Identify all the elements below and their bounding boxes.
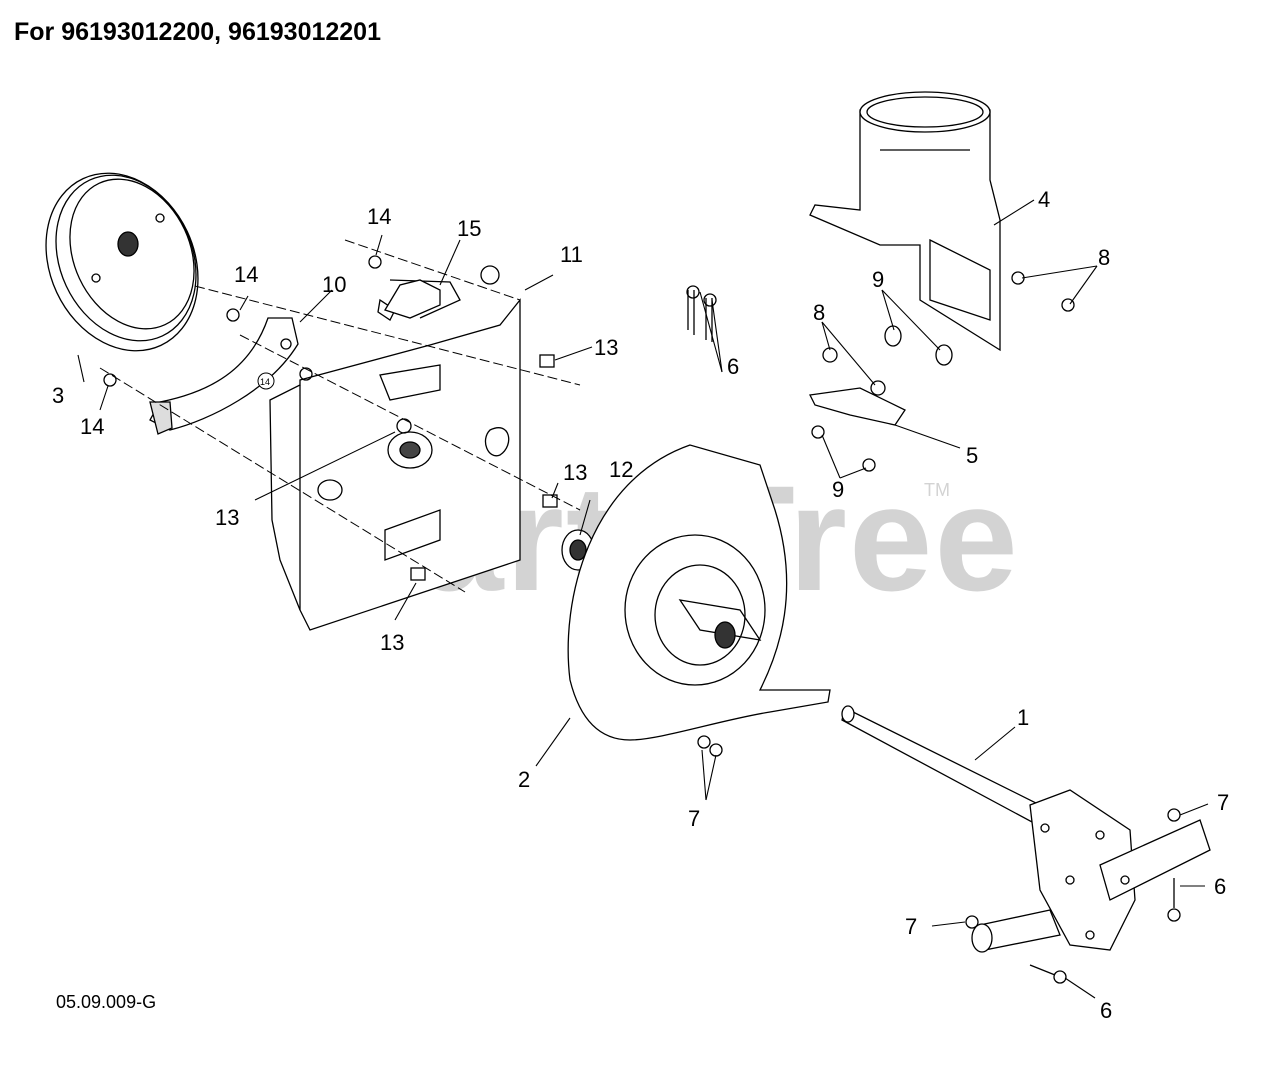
callout-2: 2 [518, 767, 530, 792]
callout-11: 11 [560, 242, 583, 267]
callout-6-right: 6 [1214, 874, 1226, 899]
mounting-plate-part[interactable] [269, 265, 521, 631]
callout-1: 1 [1017, 705, 1029, 730]
callout-5: 5 [966, 443, 978, 468]
callout-13-d: 13 [380, 630, 404, 655]
callout-13-a: 13 [594, 335, 618, 360]
diagram-code: 05.09.009-G [56, 992, 157, 1012]
callout-9-top: 9 [872, 267, 884, 292]
gearbox-part[interactable] [971, 789, 1211, 953]
page-title: For 96193012200, 96193012201 [14, 18, 381, 46]
callout-12: 12 [609, 457, 633, 482]
callout-4: 4 [1038, 187, 1050, 212]
pulley-part[interactable] [18, 148, 226, 376]
chute-part[interactable] [809, 91, 1001, 352]
callout-9-bottom: 9 [832, 477, 844, 502]
callout-10: 10 [322, 272, 346, 297]
callout-7-center: 7 [688, 806, 700, 831]
callout-14-circled: 14 [257, 372, 275, 390]
leader-lines [77, 199, 1209, 999]
impeller-housing-part[interactable] [567, 444, 831, 741]
callout-8-left: 8 [813, 300, 825, 325]
callout-7-right: 7 [1217, 790, 1229, 815]
svg-text:14: 14 [260, 377, 270, 387]
auger-shaft-part[interactable] [841, 705, 1041, 823]
callout-6-bottom: 6 [1100, 998, 1112, 1023]
axis-lines [99, 239, 581, 593]
callout-15: 15 [457, 216, 481, 241]
trademark-mark: TM [924, 480, 950, 500]
callout-7-left: 7 [905, 914, 917, 939]
hardware-parts [103, 255, 1181, 984]
callout-13-b: 13 [215, 505, 239, 530]
callout-14-a: 14 [234, 262, 258, 287]
deflector-part[interactable] [809, 387, 906, 426]
callout-3: 3 [52, 383, 64, 408]
callout-14-c: 14 [80, 414, 104, 439]
bracket-part[interactable] [384, 279, 441, 319]
callout-6-top: 6 [727, 354, 739, 379]
callout-8-right: 8 [1098, 245, 1110, 270]
callout-14-b: 14 [367, 204, 391, 229]
callout-13-c: 13 [563, 460, 587, 485]
